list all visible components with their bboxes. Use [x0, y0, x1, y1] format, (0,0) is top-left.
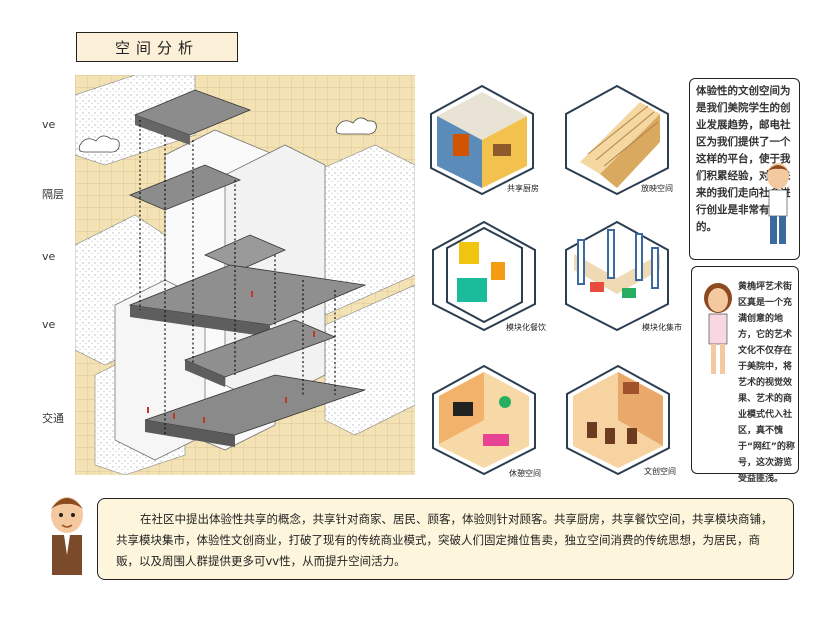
speech-bubble-middle-text: 黄桷坪艺术街区真是一个充满创意的地方，它的艺术文化不仅存在于美院中，将艺术的视觉… — [738, 282, 795, 484]
hex-label-shared-kitchen: 共享厨房 — [506, 183, 540, 194]
section-title: 空间分析 — [76, 32, 238, 62]
hex-card-creative-space — [566, 364, 670, 476]
hex-card-shared-kitchen — [430, 84, 534, 196]
axonometric-diagram — [75, 75, 415, 475]
hex-label-modular-market: 模块化集市 — [641, 322, 683, 333]
hex-label-creative-space: 文创空间 — [643, 466, 677, 477]
summary-text: 在社区中提出体验性共享的概念，共享针对商家、居民、顾客，体验则针对顾客。共享厨房… — [116, 512, 773, 568]
hex-card-rest-space — [432, 364, 536, 476]
side-label-3: ve — [42, 250, 56, 263]
side-label-1: ve — [42, 118, 56, 131]
side-label-5: 交通 — [42, 412, 64, 425]
hex-label-modular-dining: 模块化餐饮 — [505, 322, 547, 333]
boy-character-icon — [767, 163, 789, 244]
side-label-2: 隔层 — [42, 188, 64, 201]
hex-card-screening — [565, 84, 669, 196]
hex-card-modular-dining — [432, 220, 536, 332]
girl-character-icon — [704, 283, 732, 374]
hex-label-rest-space: 休憩空间 — [508, 468, 542, 479]
hex-card-modular-market — [565, 220, 669, 332]
speech-bubble-middle: 黄桷坪艺术街区真是一个充满创意的地方，它的艺术文化不仅存在于美院中，将艺术的视觉… — [691, 266, 799, 484]
summary-text-panel: 在社区中提出体验性共享的概念，共享针对商家、居民、顾客，体验则针对顾客。共享厨房… — [97, 498, 794, 580]
side-label-4: ve — [42, 318, 56, 331]
speech-bubble-top-text: 体验性的文创空间为是我们美院学生的创业发展趋势，邮电社区为我们提供了一个这样的平… — [696, 85, 791, 233]
man-character-icon — [51, 497, 83, 575]
hex-label-screening: 放映空间 — [640, 183, 674, 194]
